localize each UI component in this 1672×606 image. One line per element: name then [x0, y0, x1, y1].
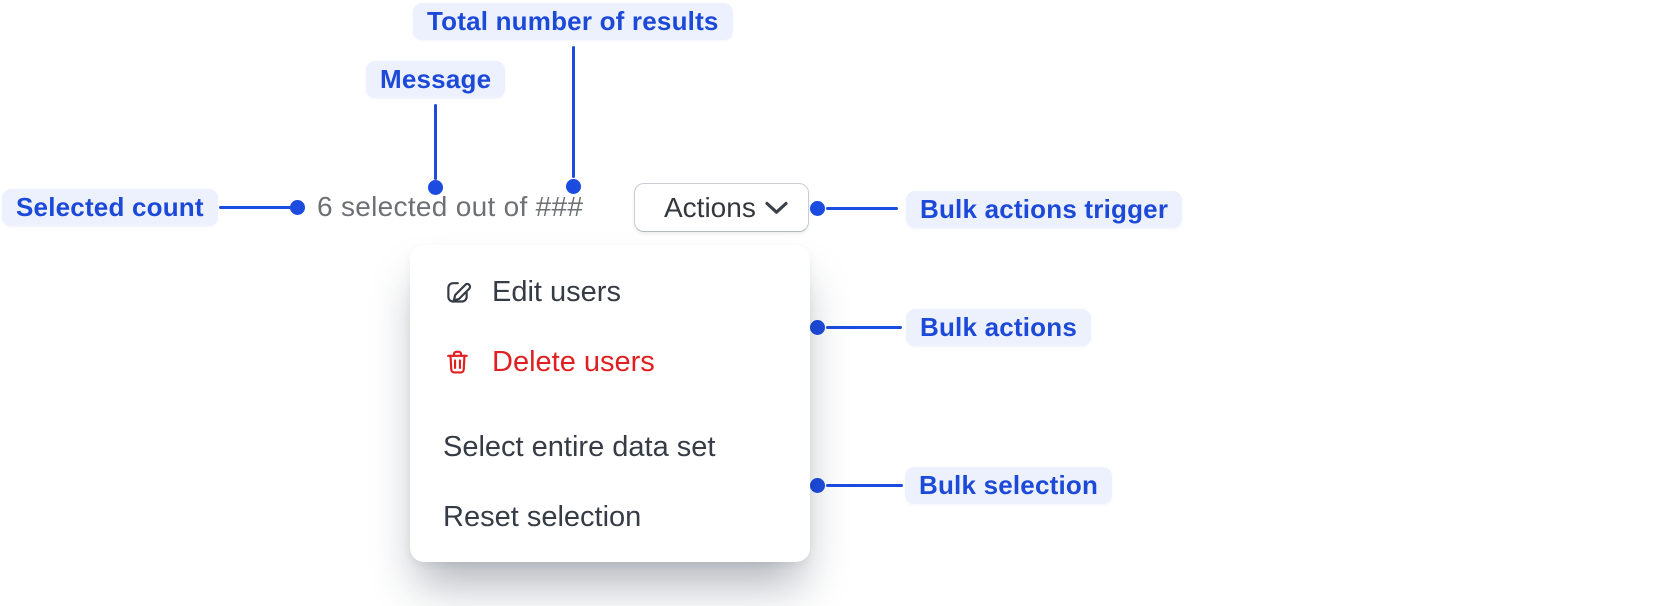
menu-item-label: Reset selection [443, 500, 642, 533]
menu-item-label: Select entire data set [443, 430, 716, 463]
connector-dot-total-results [566, 179, 581, 194]
connector-line-bulk-actions [826, 326, 902, 329]
connector-dot-bulk-actions-trigger [810, 201, 825, 216]
connector-line-total-results [572, 46, 575, 178]
trash-icon [443, 348, 472, 377]
connector-dot-selected-count [290, 200, 305, 215]
connector-line-message [434, 104, 437, 180]
annotation-label-selected-count: Selected count [2, 189, 218, 226]
menu-item-label: Edit users [492, 275, 621, 308]
connector-dot-bulk-actions [810, 320, 825, 335]
annotation-label-message: Message [366, 61, 506, 98]
connector-dot-message [428, 180, 443, 195]
menu-item-edit-users[interactable]: Edit users [443, 257, 621, 327]
connector-line-selected-count [219, 206, 291, 209]
annotation-label-total-results: Total number of results [413, 3, 733, 40]
menu-item-delete-users[interactable]: Delete users [443, 327, 655, 397]
annotation-label-bulk-selection: Bulk selection [905, 467, 1113, 504]
bulk-actions-trigger-button[interactable]: Actions [634, 183, 809, 232]
actions-button-label: Actions [664, 191, 756, 223]
connector-line-bulk-actions-trigger [826, 207, 898, 210]
edit-icon [443, 278, 472, 307]
connector-dot-bulk-selection [810, 478, 825, 493]
menu-item-reset-selection[interactable]: Reset selection [443, 482, 641, 552]
annotation-label-bulk-actions: Bulk actions [906, 309, 1091, 346]
chevron-down-icon [764, 201, 789, 215]
annotation-label-bulk-actions-trigger: Bulk actions trigger [906, 191, 1183, 228]
connector-line-bulk-selection [826, 484, 903, 487]
selected-count-message: 6 selected out of ### [317, 191, 584, 222]
menu-item-label: Delete users [492, 345, 655, 378]
menu-item-select-entire-data-set[interactable]: Select entire data set [443, 412, 715, 482]
bulk-actions-menu: Edit users Delete users Select entire da… [410, 245, 810, 562]
